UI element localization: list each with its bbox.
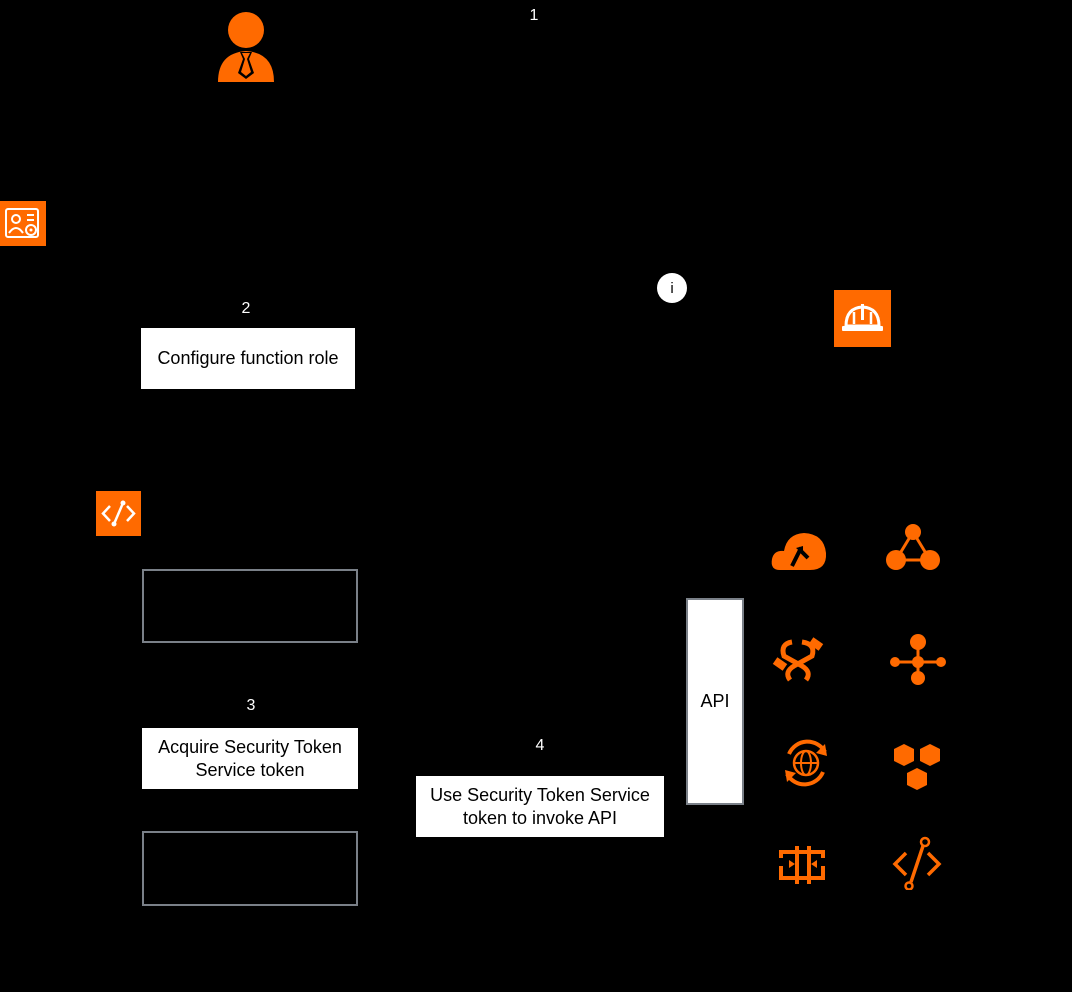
cloud-upload-icon [770, 528, 828, 572]
acquire-sts-token-line2: Service token [195, 759, 305, 780]
configure-function-role-box: Configure function role [141, 328, 355, 389]
info-icon: i [670, 279, 674, 297]
acquire-sts-token-box: Acquire Security Token Service token [142, 728, 358, 789]
api-box: API [686, 598, 744, 805]
transfer-arrows-icon [777, 844, 829, 886]
function-code-icon [890, 836, 944, 890]
acquire-sts-token-line1: Acquire Security Token [158, 737, 342, 757]
step-2-label: 2 [241, 300, 251, 317]
ram-role-icon [0, 201, 46, 246]
hexagons-icon [890, 742, 944, 794]
configure-function-role-label: Configure function role [157, 348, 339, 369]
info-badge: i [657, 273, 687, 303]
function-container-box [142, 569, 358, 643]
step-1-label: 1 [529, 7, 539, 24]
use-sts-token-box: Use Security Token Service token to invo… [416, 776, 664, 837]
security-helmet-icon [834, 290, 891, 347]
use-sts-token-line1: Use Security Token Service [430, 785, 650, 805]
api-label: API [700, 691, 730, 712]
user-icon [216, 9, 276, 83]
step-4-label: 4 [535, 737, 545, 754]
node-tree-icon [889, 632, 947, 686]
function-compute-icon [96, 491, 141, 536]
step-3-label: 3 [246, 697, 256, 714]
globe-sync-icon [779, 736, 833, 790]
use-sts-token-line2: token to invoke API [462, 807, 618, 828]
sts-container-box [142, 831, 358, 906]
network-triangle-icon [884, 522, 942, 572]
link-cable-icon [772, 636, 824, 686]
